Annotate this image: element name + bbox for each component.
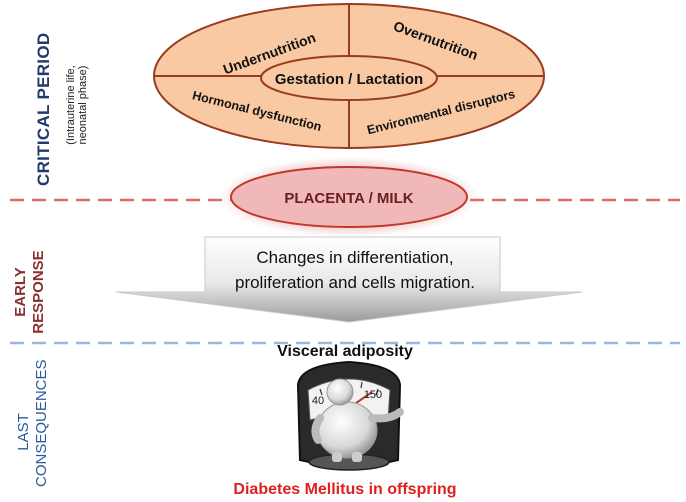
- critical-period-subtitle: (Intrauterine life, neonatal phase): [65, 65, 89, 145]
- last-consequences-label: LAST CONSEQUENCES: [15, 359, 55, 502]
- gestation-ellipse: [260, 55, 438, 101]
- arrow-text: Changes in differentiation, proliferatio…: [205, 245, 505, 295]
- gestation-lactation-label: Gestation / Lactation: [275, 71, 423, 88]
- placenta-label: PLACENTA / MILK: [284, 190, 413, 207]
- factors-ellipse: [153, 3, 545, 149]
- critical-period-subtitle-wrap: (Intrauterine life, neonatal phase): [65, 45, 95, 165]
- critical-period-title: CRITICAL PERIOD: [34, 32, 53, 186]
- last-consequences-text: LAST CONSEQUENCES: [15, 359, 50, 487]
- arrow-text-line1: Changes in differentiation,: [256, 248, 454, 267]
- placenta-ellipse: [230, 166, 468, 228]
- early-response-label: EARLY RESPONSE: [12, 232, 52, 352]
- scale-number-150: 150: [364, 389, 382, 401]
- scale-number-40: 40: [312, 395, 324, 407]
- arrow-text-line2: proliferation and cells migration.: [234, 273, 475, 292]
- outcome-label: Diabetes Mellitus in offspring: [233, 481, 457, 498]
- early-response-text: EARLY RESPONSE: [12, 250, 47, 334]
- scale-figure-illustration: [296, 360, 404, 471]
- visceral-adiposity-label: Visceral adiposity: [277, 343, 413, 360]
- down-arrow: [115, 236, 583, 323]
